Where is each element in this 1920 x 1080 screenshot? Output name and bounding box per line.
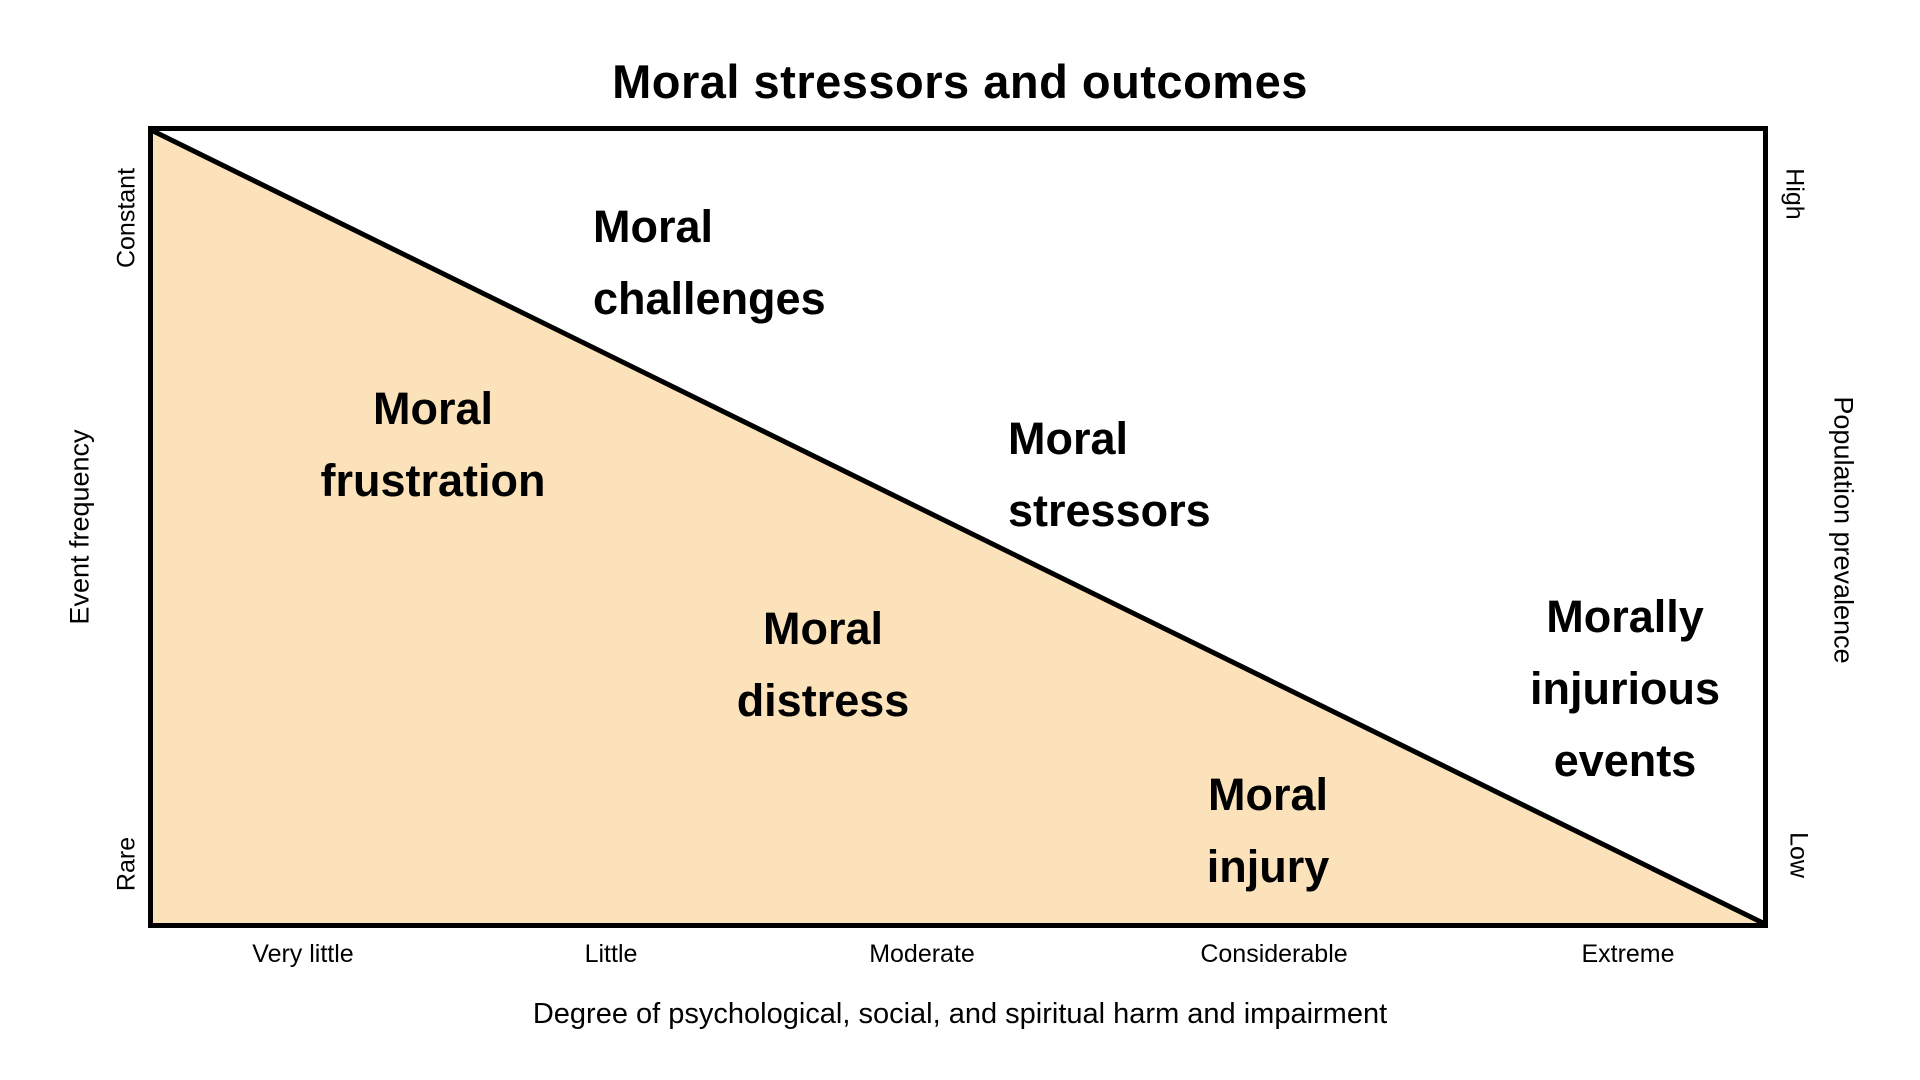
- diagonal-line: [153, 131, 1763, 923]
- x-tick-considerable: Considerable: [1200, 940, 1348, 968]
- x-tick-very-little: Very little: [252, 940, 354, 968]
- zone-label-moral-frustration: Moral frustration: [320, 383, 546, 506]
- zone-label-morally-injurious-events: Morally injurious events: [1530, 591, 1720, 786]
- zone-label-moral-distress: Moral distress: [736, 603, 910, 726]
- y-left-bottom-tick-label: Rare: [112, 836, 141, 892]
- plot-canvas: [153, 131, 1763, 923]
- plot-area: Moral challenges Moral frustration Moral…: [148, 126, 1768, 928]
- y-left-top-tick-label: Constant: [112, 167, 141, 269]
- x-tick-extreme: Extreme: [1581, 940, 1675, 968]
- zone-label-moral-stressors: Moral stressors: [1008, 413, 1211, 536]
- x-tick-little: Little: [584, 940, 638, 968]
- zone-label-moral-injury: Moral injury: [1206, 769, 1330, 892]
- x-axis-title: Degree of psychological, social, and spi…: [532, 998, 1388, 1030]
- y-left-axis-title: Event frequency: [64, 429, 95, 625]
- zone-label-moral-challenges: Moral challenges: [593, 201, 826, 324]
- y-right-axis-title: Population prevalence: [1828, 396, 1859, 664]
- x-tick-moderate: Moderate: [869, 940, 975, 968]
- y-right-top-tick-label: High: [1780, 168, 1809, 220]
- y-right-bottom-tick-label: Low: [1784, 832, 1813, 878]
- figure-title: Moral stressors and outcomes: [612, 55, 1308, 108]
